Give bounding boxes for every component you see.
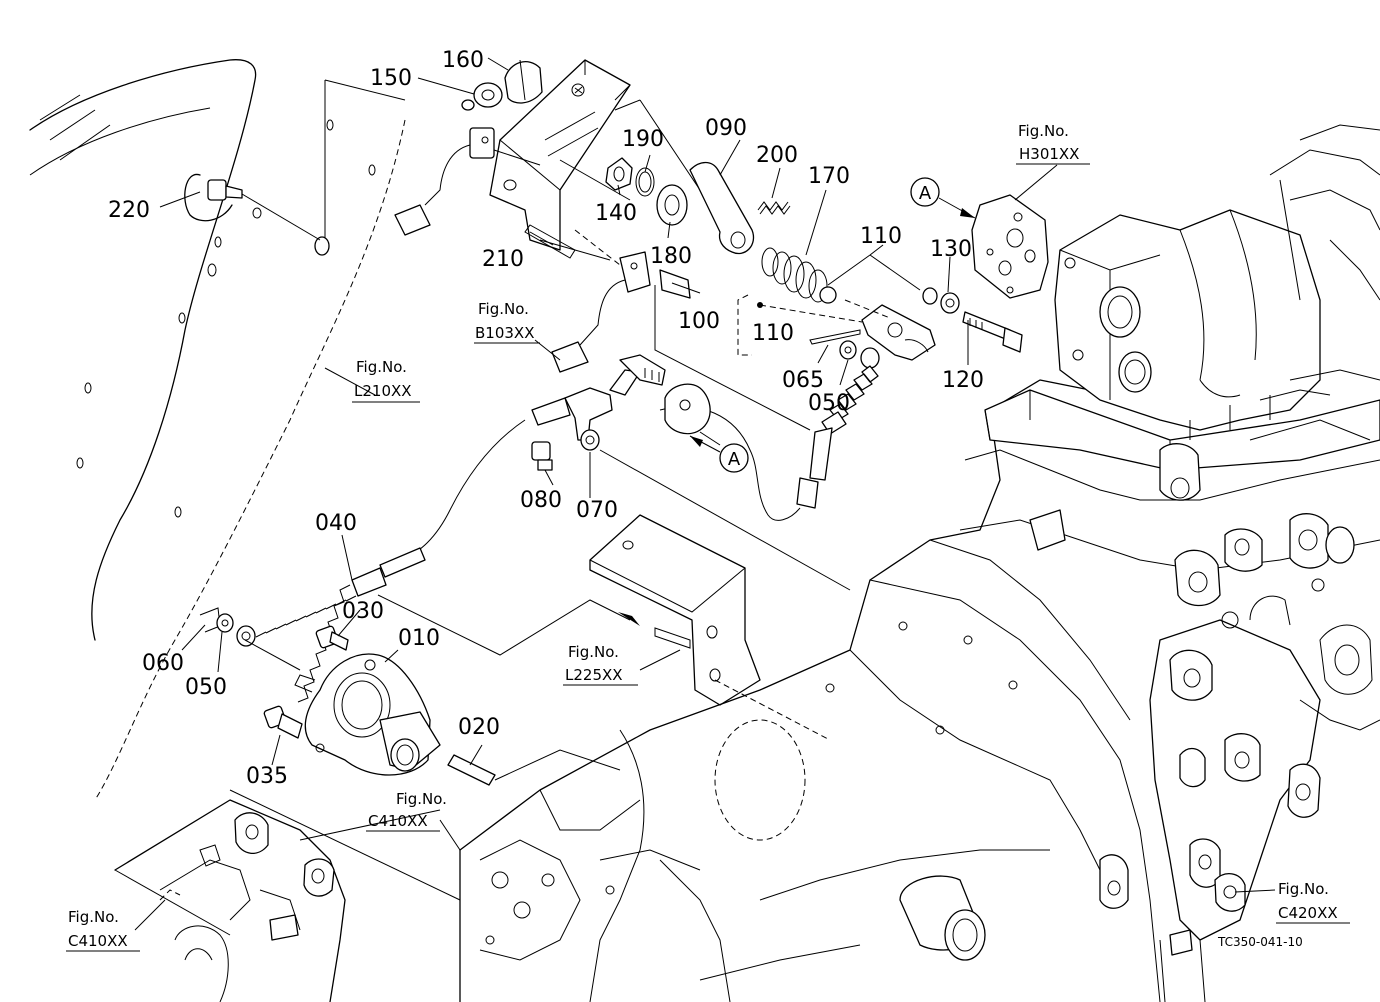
label-170: 170 (808, 164, 850, 189)
bracket-100-brace (737, 294, 752, 356)
label-200: 200 (756, 143, 798, 168)
bracket-110-drawing (757, 254, 936, 361)
bracket-l225-drawing (589, 514, 831, 741)
fig-ref-c410-left: Fig.No. C410XX (66, 908, 140, 952)
label-090: 090 (705, 116, 747, 141)
cylinder-010-drawing (244, 639, 441, 776)
bolt-030-drawing (315, 625, 349, 651)
fig-ref-l210-prefix: Fig.No. (356, 358, 407, 376)
label-110-lower: 110 (752, 321, 794, 346)
fig-ref-l210-code: L210XX (354, 382, 412, 400)
leader-lines-lower (229, 789, 461, 901)
left-housing-outline (29, 59, 406, 801)
bolt-220-drawing (184, 173, 321, 241)
label-150: 150 (370, 66, 412, 91)
fig-ref-b103-prefix: Fig.No. (478, 300, 529, 318)
marker-a-lower-label: A (728, 449, 741, 470)
lever-070-drawing (404, 369, 641, 561)
nut-150-drawing (394, 82, 541, 236)
fig-ref-c420-prefix: Fig.No. (1278, 880, 1329, 898)
label-190: 190 (622, 127, 664, 152)
fig-ref-h301-code: H301XX (1019, 145, 1079, 163)
label-030: 030 (342, 599, 384, 624)
fig-ref-c410-center-code: C410XX (368, 812, 428, 830)
label-060: 060 (142, 651, 184, 676)
label-140: 140 (595, 201, 637, 226)
label-070: 070 (576, 498, 618, 523)
fig-ref-l210: Fig.No. L210XX (352, 358, 420, 403)
fig-ref-l225: Fig.No. L225XX (563, 643, 638, 686)
knob-160-drawing (504, 59, 543, 104)
washer-130-drawing (922, 287, 960, 314)
label-110-upper: 110 (860, 224, 902, 249)
label-050-lower: 050 (185, 675, 227, 700)
washer-050-upper-drawing (839, 340, 857, 360)
leader-lines-upper (559, 99, 811, 431)
arm-090-drawing (689, 161, 755, 255)
hydraulic-block-drawing (1054, 124, 1380, 431)
bolt-120-drawing (962, 311, 1023, 353)
bolt-035-drawing (263, 705, 303, 739)
bolt-070-upper-drawing (619, 354, 666, 386)
label-010: 010 (398, 626, 440, 651)
marker-a-upper: A (910, 177, 976, 219)
fig-ref-h301: Fig.No. H301XX (1016, 122, 1090, 165)
label-210: 210 (482, 247, 524, 272)
label-080: 080 (520, 488, 562, 513)
lower-right-housing-drawing (1149, 578, 1380, 1002)
washer-180-drawing (656, 184, 688, 226)
bracket-h301-drawing (971, 194, 1049, 299)
label-020: 020 (458, 715, 500, 740)
label-100: 100 (678, 309, 720, 334)
fig-ref-c410-left-code: C410XX (68, 932, 128, 950)
marker-a-upper-label: A (919, 183, 932, 204)
part-labels: 220 150 160 210 090 190 200 170 140 180 … (108, 48, 984, 789)
spring-200-drawing (757, 201, 791, 215)
label-065: 065 (782, 368, 824, 393)
fig-ref-c420: Fig.No. C420XX (1276, 880, 1350, 924)
transmission-housing-drawing (459, 379, 1161, 1002)
label-180: 180 (650, 244, 692, 269)
washer-050-lower-drawing (216, 613, 234, 633)
cable-boot-drawing (659, 347, 880, 521)
fig-ref-b103-code: B103XX (475, 324, 534, 342)
rod-020-drawing (447, 749, 621, 786)
fig-ref-c410-center: Fig.No. C410XX (366, 790, 447, 832)
fig-ref-b103: Fig.No. B103XX (474, 300, 540, 344)
spring-170-drawing (761, 247, 828, 303)
fig-ref-c410-center-prefix: Fig.No. (396, 790, 447, 808)
clip-190-drawing (635, 167, 655, 197)
fig-ref-h301-prefix: Fig.No. (1018, 122, 1069, 140)
label-220: 220 (108, 198, 150, 223)
label-050-upper: 050 (808, 391, 850, 416)
valve-body-drawing (959, 369, 1380, 607)
lower-left-housing-drawing (114, 799, 346, 1002)
label-120: 120 (942, 368, 984, 393)
label-130: 130 (930, 237, 972, 262)
cable-040-drawing (236, 547, 640, 703)
switch-lower-drawing (551, 251, 701, 373)
pin-065-drawing (809, 329, 861, 345)
bolt-080-drawing (531, 441, 553, 471)
label-035: 035 (246, 764, 288, 789)
fig-ref-c410-left-prefix: Fig.No. (68, 908, 119, 926)
label-160: 160 (442, 48, 484, 73)
label-040: 040 (315, 511, 357, 536)
label-leaders (134, 57, 1276, 931)
marker-a-lower: A (689, 435, 749, 473)
fig-ref-l225-code: L225XX (565, 666, 623, 684)
bracket-plate-drawing (599, 383, 851, 591)
bracket-210-drawing (489, 59, 631, 261)
fig-ref-l225-prefix: Fig.No. (568, 643, 619, 661)
nut-140-drawing (605, 157, 633, 191)
drawing-code: TC350-041-10 (1217, 935, 1303, 949)
fig-ref-c420-code: C420XX (1278, 904, 1338, 922)
